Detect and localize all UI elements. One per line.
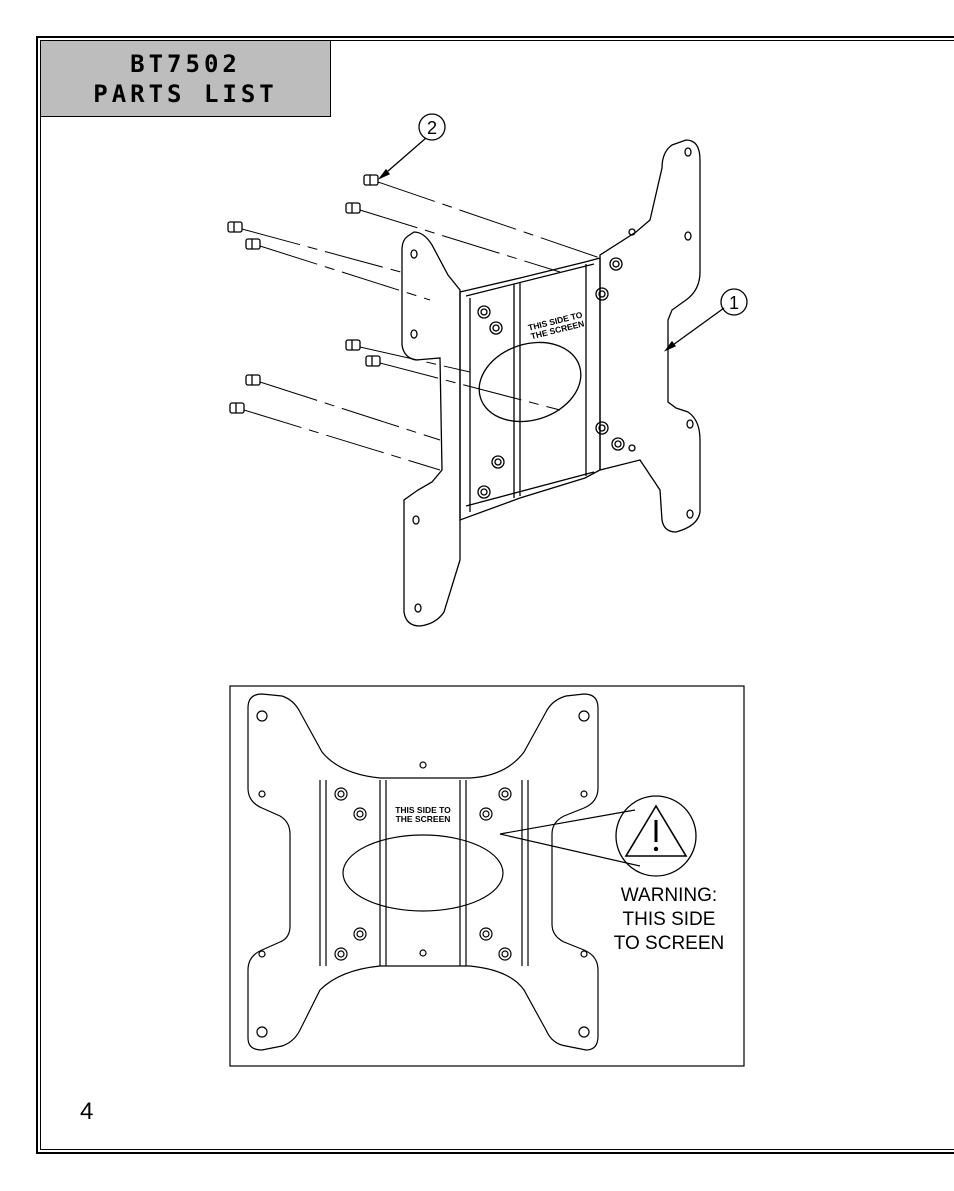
warning-circle (615, 795, 697, 877)
detail-box (229, 685, 745, 1067)
front-view-plate (247, 693, 641, 1051)
model-number: BT7502 (130, 49, 241, 78)
callout-1-number: 1 (729, 293, 739, 313)
callout-2-number: 2 (427, 118, 437, 138)
oval-cutout (478, 341, 582, 423)
front-plate-label: THIS SIDE TO THE SCREEN (395, 805, 451, 824)
plate-holes-back (595, 147, 694, 519)
warning-line-2: THIS SIDE (622, 909, 716, 930)
callout-1-leader (665, 307, 725, 351)
exploded-view (227, 113, 748, 627)
warning-line-1: WARNING: (620, 885, 718, 906)
callout-1-bubble (720, 288, 748, 316)
page-border-inner (40, 40, 954, 1150)
title-box: BT7502 PARTS LIST (41, 41, 331, 117)
alignment-lines (241, 181, 601, 471)
screw-set (227, 174, 381, 414)
mounting-plate-back (599, 139, 701, 533)
section-title: PARTS LIST (93, 79, 278, 108)
plate-holes-front (410, 249, 505, 613)
svg-text:THIS SIDE TO: THIS SIDE TO (395, 805, 451, 815)
exploded-plate-label: THIS SIDE TO THE SCREEN (527, 309, 585, 341)
page-number: 4 (80, 1098, 94, 1125)
mounting-plate-front (401, 231, 461, 627)
svg-text:THE SCREEN: THE SCREEN (396, 814, 451, 824)
callout-2-bubble (418, 113, 446, 141)
page-border-outer (36, 36, 954, 1154)
warning-text: WARNING: THIS SIDE TO SCREEN (596, 884, 742, 956)
center-channel (459, 257, 601, 521)
warning-triangle-icon (624, 804, 688, 857)
warning-line-3: TO SCREEN (613, 933, 725, 954)
